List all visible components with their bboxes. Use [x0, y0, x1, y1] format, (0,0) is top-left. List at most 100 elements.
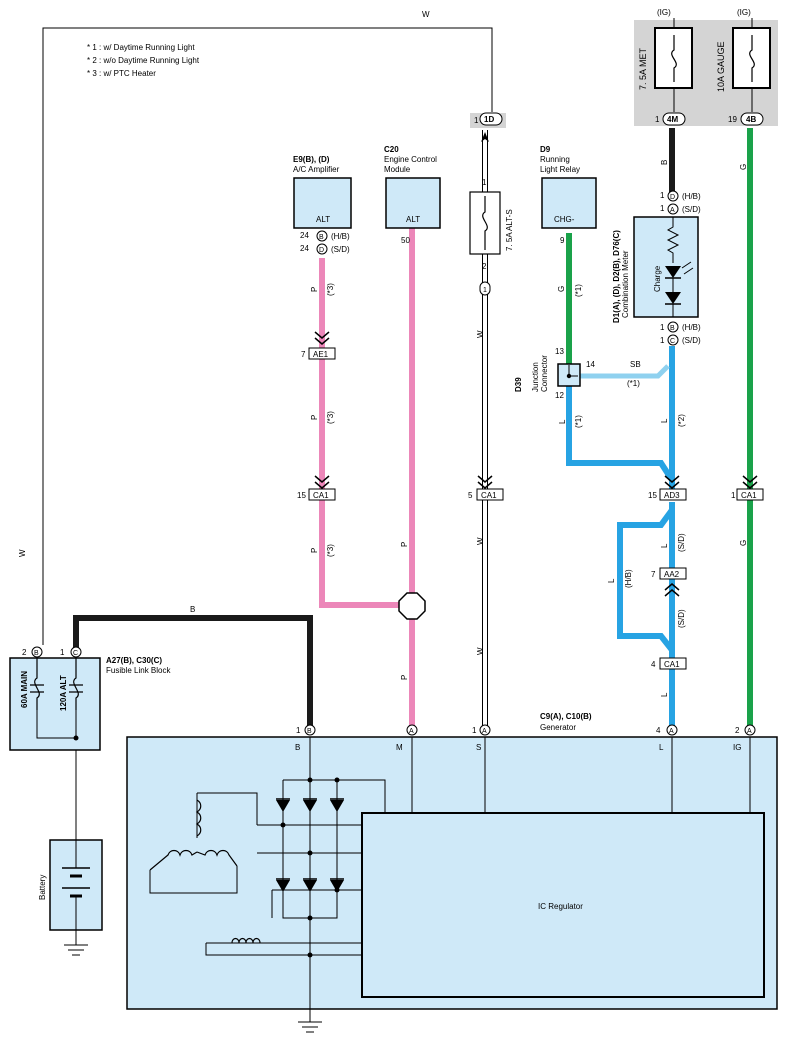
- wire-label-l-4: L: [660, 692, 669, 697]
- connector-meter-d: [667, 190, 679, 202]
- connector-meter-c-label: C: [670, 338, 675, 345]
- wire-label-g-3: G: [739, 540, 748, 546]
- pin-e9-24a: 24: [300, 231, 309, 240]
- connector-ca1-g-label: CA1: [741, 491, 757, 500]
- c20-code: C20: [384, 145, 399, 154]
- pin-alt-s-2: 2: [482, 262, 487, 271]
- connector-1d-label: 1D: [484, 115, 494, 124]
- pin-ca1-4: 4: [651, 660, 656, 669]
- gen-pin-1a: 1: [472, 726, 477, 735]
- ecm-alt: ALT: [406, 215, 420, 224]
- alt-s-fuse-label: 7. 5A ALT-S: [505, 209, 514, 251]
- loop-variant-hb: (H/B): [624, 569, 633, 588]
- connector-fl-c: [70, 646, 82, 658]
- gen-connector-ig-label: A: [747, 728, 752, 735]
- ad3-arrow: [664, 475, 680, 489]
- pin-d39-12: 12: [555, 391, 564, 400]
- connector-4m: [662, 112, 686, 126]
- white-wire-outline: [36, 21, 499, 645]
- connector-meter-a: [667, 203, 679, 215]
- gen-connector-m: [406, 724, 418, 736]
- alt-fuse-element: [69, 658, 83, 710]
- ic-regulator-label: IC Regulator: [538, 902, 583, 911]
- connector-alt-s-1-label: 1: [483, 287, 487, 294]
- fusible-link-bus: [36, 710, 77, 739]
- terminal-b: B: [295, 743, 300, 752]
- aa2-arrow: [664, 583, 680, 597]
- connector-ca1-1: [308, 488, 336, 501]
- pin-fl-2: 2: [22, 648, 27, 657]
- connector-ca1-g: [736, 488, 764, 501]
- pin-d39-14: 14: [586, 360, 595, 369]
- connector-ad3-label: AD3: [664, 491, 680, 500]
- wire-label-b-meter: B: [660, 160, 669, 165]
- battery-ground-icon: [64, 944, 88, 956]
- rotor-coil: [231, 937, 261, 944]
- met-fuse-label: 7. 5A MET: [638, 47, 648, 90]
- connector-4b: [740, 112, 764, 126]
- met-fuse-element: [671, 35, 677, 82]
- gen-connector-l-label: A: [669, 728, 674, 735]
- connector-meter-b-label: B: [670, 325, 675, 332]
- gen-connector-ig: [744, 724, 756, 736]
- connector-fl-b: [31, 646, 43, 658]
- relay-chg: CHG-: [554, 215, 575, 224]
- stator-coil-3: [196, 849, 238, 867]
- e9-variant-sd: (S/D): [331, 245, 350, 254]
- c20-name-1: Engine Control: [384, 155, 437, 164]
- fl-name: Fusible Link Block: [106, 666, 171, 675]
- d39-name-1: Junction: [531, 362, 540, 392]
- alt-fuse-label: 120A ALT: [59, 675, 68, 711]
- battery-label: Battery: [38, 875, 47, 900]
- gen-pin-2a: 2: [735, 726, 740, 735]
- connector-e9-d: [316, 243, 328, 255]
- gen-name: Generator: [540, 723, 576, 732]
- meter-variant-hb-bottom: (H/B): [682, 323, 701, 332]
- e9-code: E9(B), (D): [293, 155, 330, 164]
- pin-ad3: 15: [648, 491, 657, 500]
- gen-connector-b: [304, 724, 316, 736]
- note-2: * 2 : w/o Daytime Running Light: [87, 56, 200, 65]
- fusible-link-block: [9, 657, 101, 751]
- white-wire-inner-edge: [42, 27, 493, 645]
- pin-fl-1: 1: [60, 648, 65, 657]
- connector-meter-c: [667, 334, 679, 346]
- pin-4b: 19: [728, 115, 737, 124]
- d39-name-2: Connector: [540, 355, 549, 392]
- blue-wire-relay-junction: [566, 385, 675, 490]
- meter-name: Combination Meter: [621, 250, 630, 318]
- gen-pin-4a: 4: [656, 726, 661, 735]
- wire-label-l-3: L: [660, 543, 669, 548]
- ae1-arrow: [314, 331, 330, 345]
- ecm-box: [385, 177, 441, 229]
- gen-pin-1b: 1: [296, 726, 301, 735]
- wire-label-g-1: G: [557, 286, 566, 292]
- ca1-arrow-g: [742, 475, 758, 489]
- note-1: * 1 : w/ Daytime Running Light: [87, 43, 195, 52]
- wire-label-g-2: G: [739, 164, 748, 170]
- c20-name-2: Module: [384, 165, 411, 174]
- gauge-fuse-element: [749, 35, 755, 82]
- d39-code: D39: [514, 377, 523, 392]
- alt-s-fuse-element: [482, 196, 488, 250]
- pin-1d: 1: [474, 116, 479, 125]
- pin-e9-24b: 24: [300, 244, 309, 253]
- pin-aa2: 7: [651, 570, 656, 579]
- stator-coil-2: [149, 849, 198, 871]
- rectifier-diodes: [276, 798, 344, 892]
- e9-variant-hb: (H/B): [331, 232, 350, 241]
- connector-ad3: [659, 488, 687, 501]
- connector-ae1: [308, 347, 336, 360]
- connector-e9-b: [316, 230, 328, 242]
- e9-name: A/C Amplifier: [293, 165, 340, 174]
- meter-variant-sd-top: (S/D): [682, 205, 701, 214]
- ad3-variant-sd: (S/D): [677, 533, 686, 552]
- variant-1-b: (*1): [627, 379, 640, 388]
- gen-connector-s-label: A: [482, 728, 487, 735]
- connector-e9-b-label: B: [319, 234, 324, 241]
- wire-label-p-1: P: [310, 287, 319, 292]
- d9-code: D9: [540, 145, 551, 154]
- ca1-arrow-2: [477, 475, 493, 489]
- connector-e9-d-label: D: [319, 247, 324, 254]
